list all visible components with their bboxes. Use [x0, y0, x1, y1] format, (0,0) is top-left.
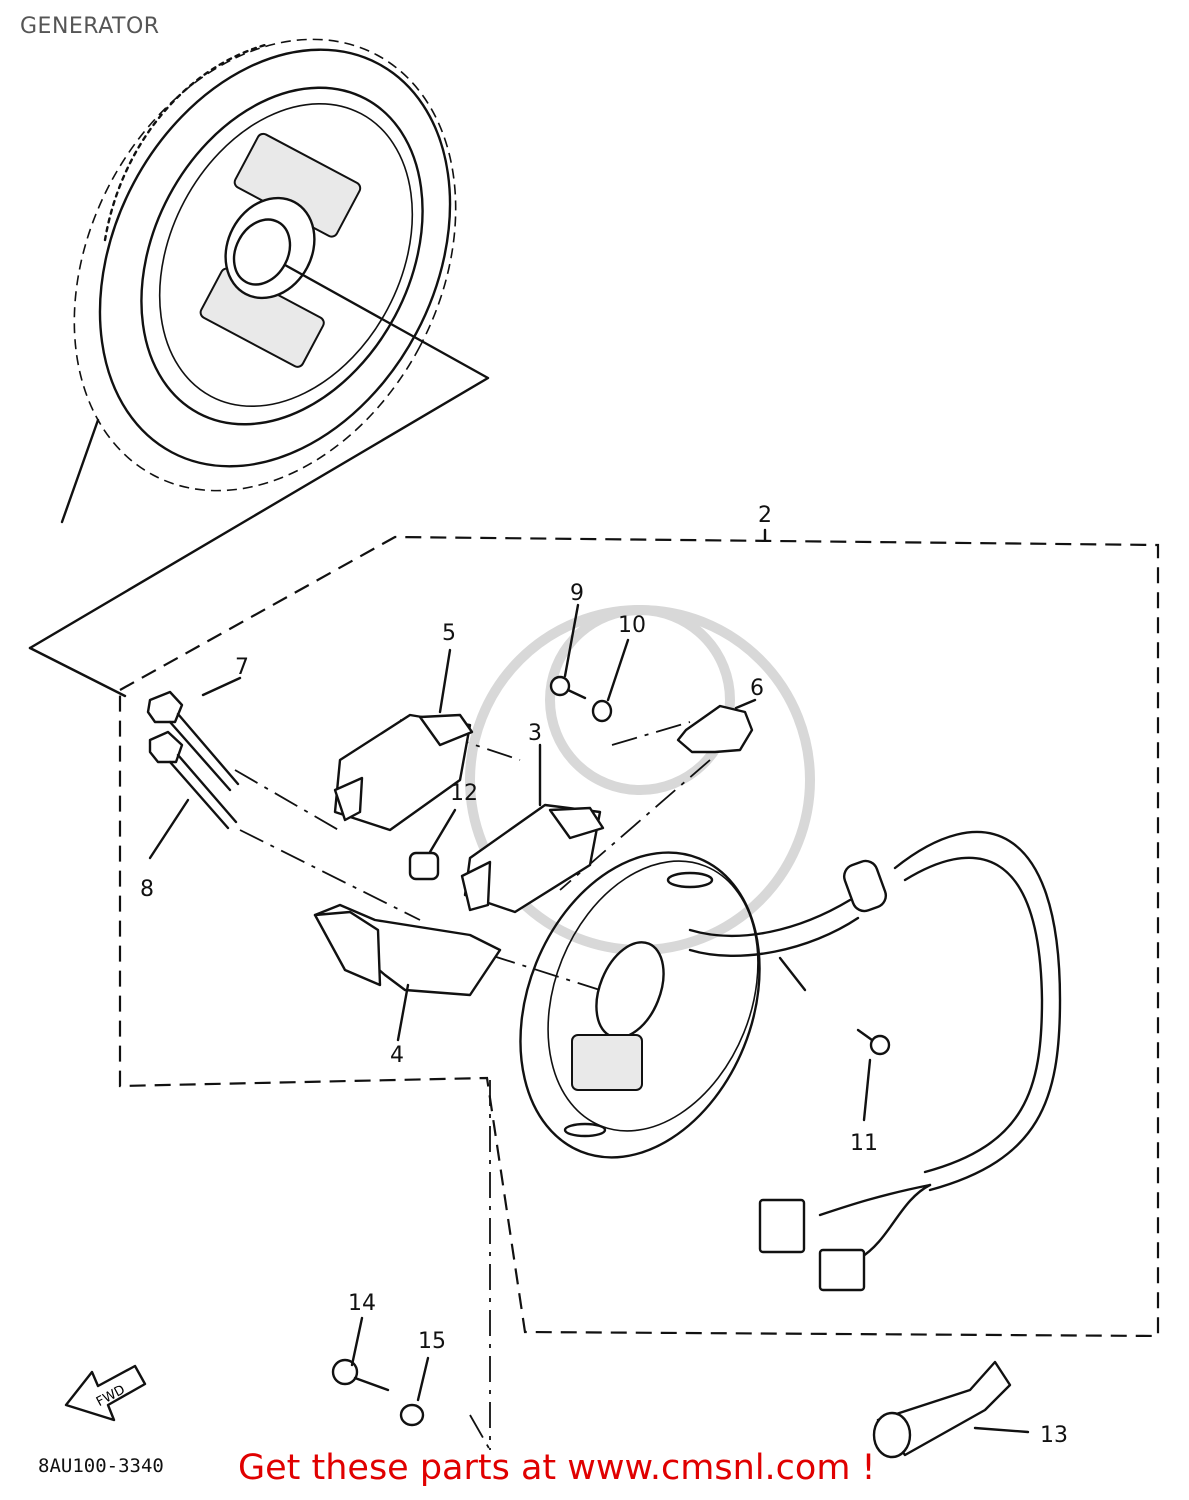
tool-13 [872, 1360, 1030, 1459]
callout-12: 12 [450, 781, 478, 806]
callout-7: 7 [235, 655, 249, 680]
callout-10: 10 [618, 613, 646, 638]
promo-link-text[interactable]: Get these parts at www.cmsnl.com ! [238, 1448, 876, 1488]
collar-12 [408, 808, 457, 881]
washer-15 [399, 1356, 430, 1427]
stator-plate [519, 851, 761, 1159]
rotor-assembly [28, 38, 490, 650]
callout-13: 13 [1040, 1423, 1068, 1448]
bolt-8 [148, 730, 238, 860]
stator-assembly-outline [28, 528, 1160, 1338]
callout-5: 5 [442, 621, 456, 646]
wire-harness [688, 830, 1062, 1292]
diagram-title: GENERATOR [20, 14, 160, 39]
callout-11: 11 [850, 1131, 878, 1156]
pickup-6 [676, 698, 757, 754]
diagram-code: 8AU100-3340 [38, 1455, 164, 1477]
callout-14: 14 [348, 1291, 376, 1316]
callout-6: 6 [750, 676, 764, 701]
forward-arrow-icon: FWD [64, 1364, 147, 1422]
callout-3: 3 [528, 721, 542, 746]
callout-15: 15 [418, 1329, 446, 1354]
screw-14 [331, 1316, 390, 1392]
coil-4 [313, 903, 502, 1042]
screw-11 [856, 1028, 891, 1122]
callout-2: 2 [758, 503, 772, 528]
callout-4: 4 [390, 1043, 404, 1068]
washer-10 [591, 638, 630, 723]
coil-5 [333, 648, 474, 832]
callout-9: 9 [570, 581, 584, 606]
bolt-7 [146, 676, 242, 792]
coil-3 [460, 743, 605, 914]
screw-9 [549, 603, 587, 700]
callout-8: 8 [140, 877, 154, 902]
